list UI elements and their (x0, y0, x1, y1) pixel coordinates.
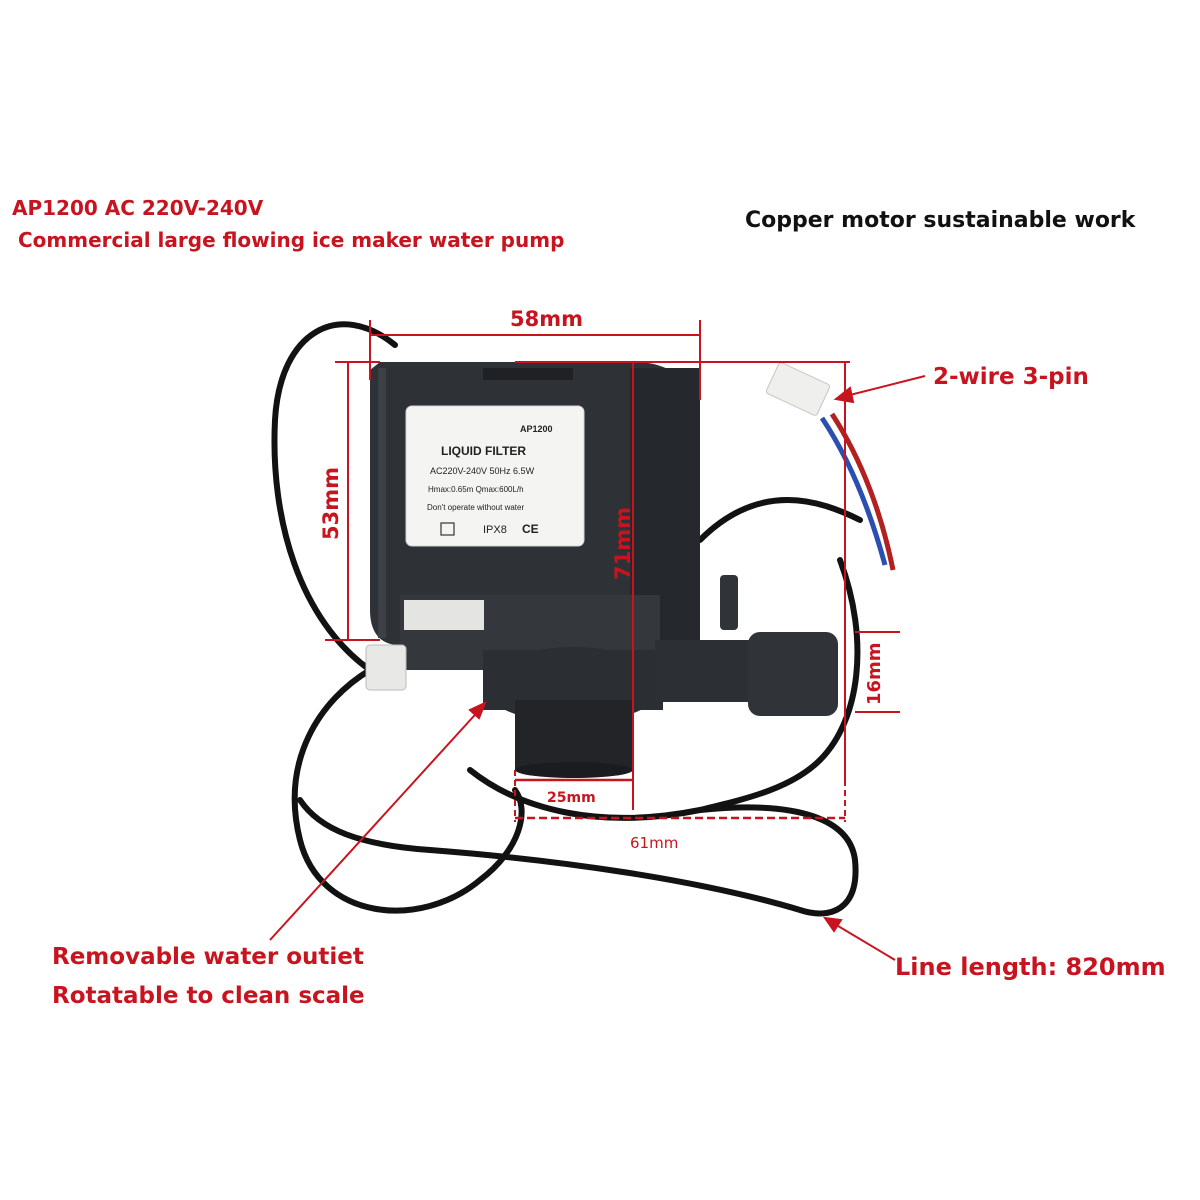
dim-71mm: 71mm (611, 507, 635, 580)
power-cable (271, 321, 863, 917)
callout-arrows (269, 375, 926, 961)
dim-25mm: 25mm (547, 790, 596, 806)
outlet-callout-line2: Rotatable to clean scale (52, 983, 365, 1009)
dim-16mm: 16mm (864, 642, 885, 705)
outlet-callout-line1: Removable water outiet (52, 944, 364, 970)
dim-53mm: 53mm (319, 467, 343, 540)
connector-callout: 2-wire 3-pin (933, 364, 1089, 390)
label-spec-line1: AC220V-240V 50Hz 6.5W (430, 466, 535, 476)
copper-motor-note: Copper motor sustainable work (745, 208, 1136, 233)
label-heading: LIQUID FILTER (441, 444, 526, 458)
label-rating: IPX8 (483, 524, 507, 536)
dim-58mm: 58mm (510, 307, 583, 331)
label-mark: CE (522, 522, 539, 536)
double-insulation-icon (440, 522, 455, 536)
line-length-callout: Line length: 820mm (895, 953, 1166, 981)
dimension-lines (325, 320, 900, 822)
wire-connector (765, 362, 896, 571)
label-spec-line2: Hmax:0.65m Qmax:600L/h (428, 485, 524, 494)
label-model: AP1200 (520, 424, 553, 434)
dim-61mm: 61mm (630, 834, 678, 852)
label-spec-line3: Don't operate without water (427, 503, 524, 512)
product-title-line1: AP1200 AC 220V-240V (12, 196, 264, 220)
product-title-line2: Commercial large flowing ice maker water… (18, 228, 565, 252)
pump-body: AP1200 LIQUID FILTER AC220V-240V 50Hz 6.… (365, 362, 838, 778)
